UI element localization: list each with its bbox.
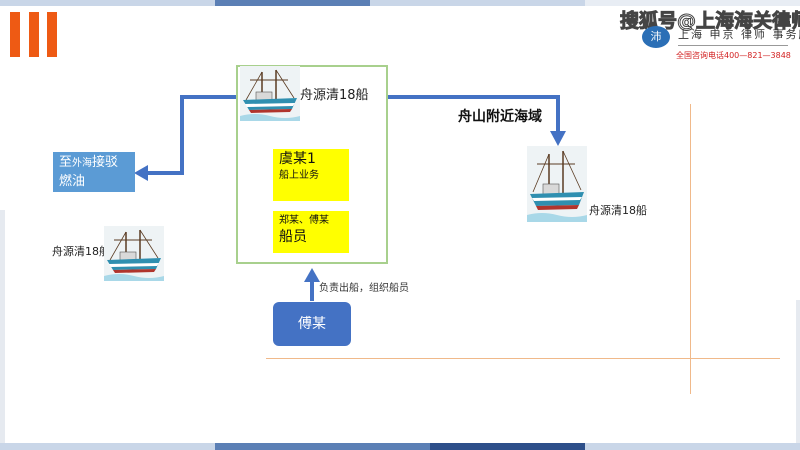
fishing-boat-icon — [104, 226, 164, 281]
crew-boss-box: 虞某1 船上业务 — [273, 149, 349, 201]
crew-box: 郑某、傅某 船员 — [273, 211, 349, 253]
destination-small: 外海 — [72, 158, 93, 169]
organizer-box: 傅某 — [273, 302, 351, 346]
guide-line-vertical — [690, 104, 691, 394]
arrow-head-organizer — [304, 268, 320, 282]
arrow-to-destination — [146, 95, 238, 175]
destination-prefix: 至 — [59, 155, 73, 170]
logo-bars — [10, 12, 60, 57]
crew-role: 船员 — [279, 229, 307, 245]
organizer-role-label: 负责出船，组织船员 — [319, 283, 409, 294]
arrow-to-sea — [388, 95, 560, 134]
fishing-boat-icon — [240, 66, 300, 121]
right-decor-strip — [796, 300, 800, 450]
destination-line2: 燃油 — [59, 174, 86, 189]
guide-line-horizontal — [266, 358, 780, 359]
firm-divider — [678, 45, 788, 46]
crew-names: 郑某、傅某 — [279, 215, 329, 226]
fishing-boat-icon — [527, 146, 587, 222]
right-ship-label: 舟源清18船 — [589, 204, 647, 217]
sea-area-label: 舟山附近海域 — [458, 109, 542, 125]
hotline-text: 全国咨询电话400—821—3848 — [676, 51, 791, 60]
firm-name: 上海 申京 律师 事务所 — [678, 28, 800, 41]
bottom-decor-bar — [0, 443, 800, 450]
destination-box: 至外海接驳 燃油 — [53, 152, 135, 192]
destination-rest: 接驳 — [92, 155, 119, 170]
main-ship-label: 舟源清18船 — [300, 88, 369, 103]
left-decor-strip — [0, 210, 5, 450]
watermark-text: 搜狐号@上海海关律师 — [619, 10, 800, 33]
crew-boss-sub: 船上业务 — [279, 170, 319, 181]
left-ship-label: 舟源清18船 — [52, 245, 110, 258]
crew-boss-title: 虞某1 — [279, 151, 316, 167]
arrow-head-sea — [550, 131, 566, 146]
top-decor-bar — [0, 0, 800, 6]
firm-badge-icon: 沛 — [642, 26, 670, 48]
arrow-head-destination — [134, 165, 148, 181]
